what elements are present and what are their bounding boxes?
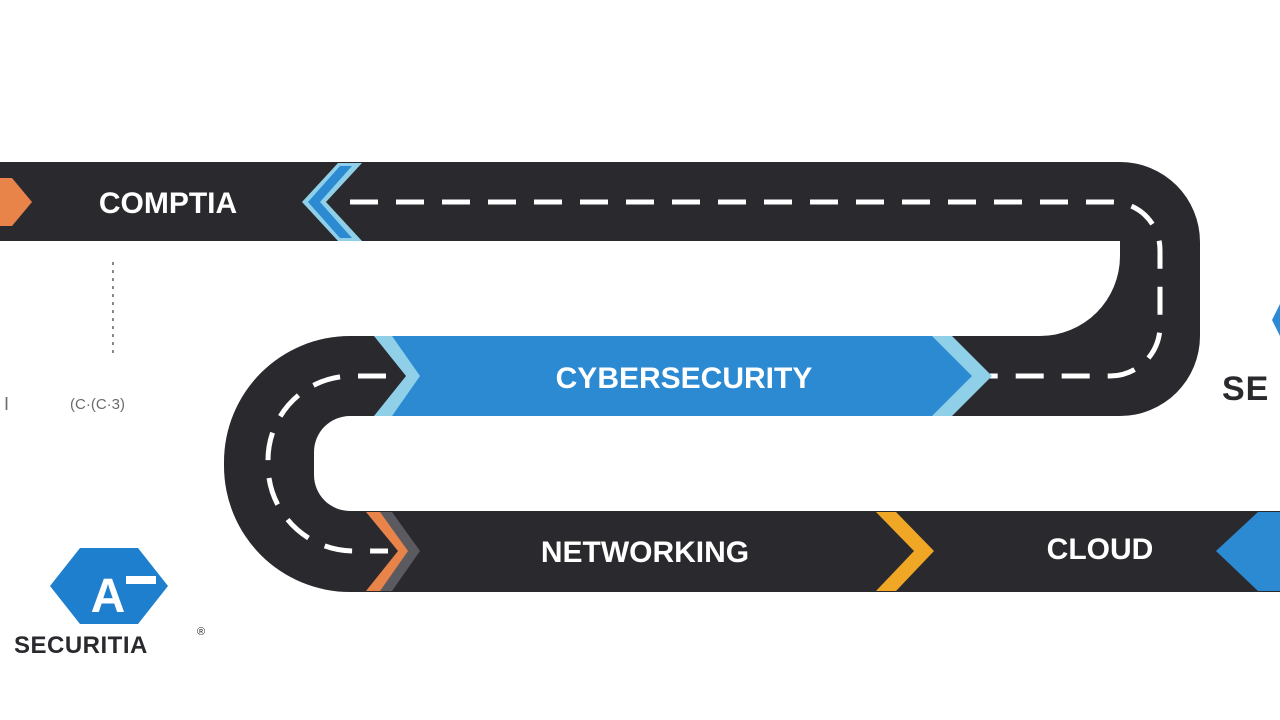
stage-label-networking: NETWORKING <box>541 536 749 569</box>
chevron-orange-left <box>0 178 32 226</box>
logo-hexagon <box>50 548 168 624</box>
chevron-grey-networking <box>380 512 420 591</box>
right-edge-text: SE <box>1222 370 1270 408</box>
chevron-blue-cloud <box>1216 512 1280 591</box>
cybersecurity-banner <box>374 336 978 416</box>
stage-label-cybersecurity: CYBERSECURITY <box>556 362 813 395</box>
logo-badge: A <box>50 548 168 624</box>
stage-label-comptia: COMPTIA <box>99 187 237 220</box>
logo-bar <box>126 576 156 584</box>
lane-dashes <box>265 199 1163 554</box>
logo-name: SECURITIA <box>14 632 148 659</box>
faint-label-left: I <box>4 394 10 414</box>
cybersecurity-banner-notch <box>374 336 420 416</box>
chevron-orange-networking <box>366 512 416 591</box>
stage-label-cloud: CLOUD <box>1047 533 1154 566</box>
chevron-amber <box>876 512 934 591</box>
chevron-blue-comptia-inner <box>308 166 352 238</box>
faint-label-mid: (C·(C·3) <box>70 396 125 413</box>
right-diamond <box>1272 304 1280 336</box>
logo-letter: A <box>91 570 126 623</box>
cybersecurity-banner-tip <box>932 336 992 416</box>
logo-registered-mark: ® <box>197 626 206 638</box>
